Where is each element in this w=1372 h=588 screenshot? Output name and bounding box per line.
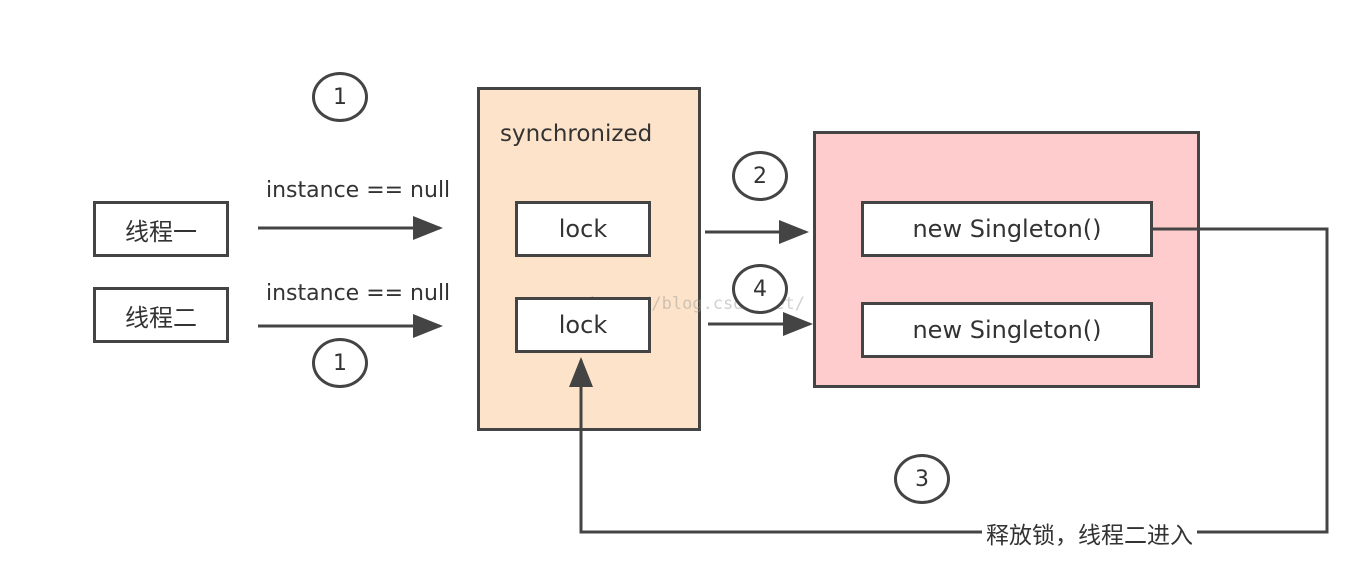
- step-circle-2: 2: [732, 151, 788, 201]
- synchronized-title: synchronized: [500, 121, 653, 147]
- condition-label-thread1: instance == null: [266, 178, 451, 203]
- lock-box-2: lock: [515, 297, 651, 353]
- thread-two-box: 线程二: [93, 287, 229, 343]
- thread-one-box: 线程一: [93, 201, 229, 257]
- step-circle-3: 3: [894, 454, 950, 504]
- step-circle-1-bottom: 1: [312, 338, 368, 388]
- condition-label-thread2: instance == null: [266, 281, 451, 306]
- step-circle-4: 4: [732, 264, 788, 314]
- step-circle-1-top: 1: [312, 72, 368, 122]
- new-singleton-box-1: new Singleton(): [861, 201, 1153, 257]
- release-lock-path: [569, 227, 1329, 534]
- release-lock-label: 释放锁，线程二进入: [982, 516, 1197, 550]
- lock-box-1: lock: [515, 201, 651, 257]
- new-singleton-box-2: new Singleton(): [861, 302, 1153, 358]
